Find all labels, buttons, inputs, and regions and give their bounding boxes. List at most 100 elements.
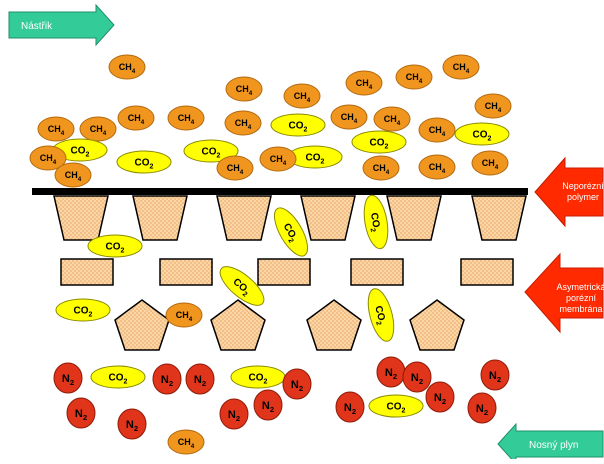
nonporous-polymer-layer <box>32 188 528 195</box>
co2-molecule: CO2 <box>230 365 286 389</box>
co2-molecule-shape <box>116 150 172 174</box>
ch4-molecule: CH4 <box>283 83 321 109</box>
ch4-molecule-shape <box>362 155 400 181</box>
pore-trapezoid <box>216 195 272 241</box>
co2-molecule-shape <box>363 194 389 250</box>
feed-arrow-shape <box>8 3 115 47</box>
n2-molecule-formula: N2 <box>411 372 423 386</box>
ch4-molecule-shape <box>418 154 456 180</box>
ch4-molecule-shape <box>224 110 262 136</box>
co2-molecule: CO2 <box>368 394 424 418</box>
ch4-molecule-shape <box>330 104 368 130</box>
n2-molecule: N2 <box>335 391 365 423</box>
co2-molecule: CO2 <box>454 122 510 146</box>
ch4-molecule: CH4 <box>54 162 92 188</box>
ch4-molecule: CH4 <box>216 155 254 181</box>
ch4-molecule-shape <box>395 64 433 90</box>
ch4-molecule-shape <box>474 93 512 119</box>
n2-molecule-formula: N2 <box>291 379 303 393</box>
feed-arrow: Nástřik <box>8 3 115 47</box>
n2-molecule: N2 <box>376 356 406 388</box>
co2-molecule: CO2 <box>116 150 172 174</box>
pore-trapezoid <box>471 195 527 241</box>
ch4-molecule: CH4 <box>362 155 400 181</box>
n2-molecule: N2 <box>117 408 147 440</box>
ch4-molecule-formula: CH4 <box>341 112 358 125</box>
ch4-molecule-formula: CH4 <box>235 118 252 131</box>
carrier-gas-arrow: Nosný plyn <box>497 422 604 464</box>
n2-molecule-shape <box>219 398 249 430</box>
ch4-molecule: CH4 <box>29 145 67 171</box>
n2-molecule-shape <box>467 392 497 424</box>
nonporous-polymer-arrow-shape <box>534 156 604 228</box>
asymmetric-membrane-arrow: Asymetrická porézní membrána <box>524 252 604 334</box>
n2-molecule: N2 <box>402 361 432 393</box>
pore-rectangle <box>460 258 514 286</box>
co2-molecule-shape <box>454 122 510 146</box>
co2-molecule: CO2 <box>183 139 239 163</box>
co2-molecule-formula: CO2 <box>473 130 492 143</box>
ch4-molecule-formula: CH4 <box>128 113 145 126</box>
co2-molecule-shape <box>90 365 146 389</box>
n2-molecule: N2 <box>282 368 312 400</box>
co2-molecule: CO2 <box>87 234 143 258</box>
co2-molecule-formula: CO2 <box>71 146 90 159</box>
ch4-molecule-formula: CH4 <box>429 162 446 175</box>
ch4-molecule-shape <box>216 155 254 181</box>
ch4-molecule-formula: CH4 <box>48 124 65 137</box>
nonporous-polymer-label-line2: polymer <box>567 192 599 202</box>
ch4-molecule-formula: CH4 <box>178 113 195 126</box>
ch4-molecule-formula: CH4 <box>406 72 423 85</box>
ch4-molecule: CH4 <box>442 54 480 80</box>
n2-molecule-formula: N2 <box>62 373 74 387</box>
n2-molecule: N2 <box>66 397 96 429</box>
ch4-molecule-formula: CH4 <box>90 124 107 137</box>
co2-molecule: CO2 <box>270 113 326 137</box>
pore-rectangle <box>159 258 213 286</box>
ch4-molecule: CH4 <box>79 116 117 142</box>
pore-trapezoid <box>132 195 188 241</box>
ch4-molecule-formula: CH4 <box>65 170 82 183</box>
ch4-molecule-formula: CH4 <box>482 158 499 171</box>
asymmetric-membrane-arrow-shape <box>524 252 604 334</box>
n2-molecule-shape <box>117 408 147 440</box>
ch4-molecule: CH4 <box>165 302 203 328</box>
ch4-molecule-shape <box>471 150 509 176</box>
n2-molecule-formula: N2 <box>194 374 206 388</box>
n2-molecule-shape <box>335 391 365 423</box>
ch4-molecule: CH4 <box>259 146 297 172</box>
ch4-molecule-shape <box>79 116 117 142</box>
ch4-molecule-shape <box>345 70 383 96</box>
ch4-molecule-formula: CH4 <box>178 437 195 450</box>
n2-molecule: N2 <box>53 362 83 394</box>
pore-trapezoid <box>386 195 442 241</box>
pore-pentagon <box>306 299 362 351</box>
n2-molecule-shape <box>185 363 215 395</box>
ch4-molecule-formula: CH4 <box>429 125 446 138</box>
ch4-molecule-formula: CH4 <box>384 114 401 127</box>
co2-molecule-formula: CO2 <box>366 212 382 233</box>
n2-molecule-formula: N2 <box>434 392 446 406</box>
co2-molecule: CO2 <box>55 298 111 322</box>
ch4-molecule-shape <box>165 302 203 328</box>
co2-molecule: CO2 <box>363 194 389 250</box>
co2-molecule-formula: CO2 <box>370 138 389 151</box>
ch4-molecule-formula: CH4 <box>356 78 373 91</box>
n2-molecule-formula: N2 <box>228 409 240 423</box>
ch4-molecule-shape <box>167 105 205 131</box>
co2-molecule: CO2 <box>367 288 395 342</box>
co2-molecule-shape <box>87 234 143 258</box>
co2-molecule-shape <box>219 266 265 306</box>
co2-molecule-formula: CO2 <box>387 402 406 415</box>
pore-pentagon <box>409 299 465 351</box>
co2-molecule-formula: CO2 <box>370 305 387 327</box>
ch4-molecule-shape <box>442 54 480 80</box>
ch4-molecule-shape <box>373 106 411 132</box>
feed-arrow-label: Nástřik <box>21 21 53 32</box>
asymmetric-membrane-label-line2: porézní <box>566 293 597 303</box>
co2-molecule-shape <box>368 394 424 418</box>
n2-molecule-shape <box>53 362 83 394</box>
n2-molecule: N2 <box>253 389 283 421</box>
